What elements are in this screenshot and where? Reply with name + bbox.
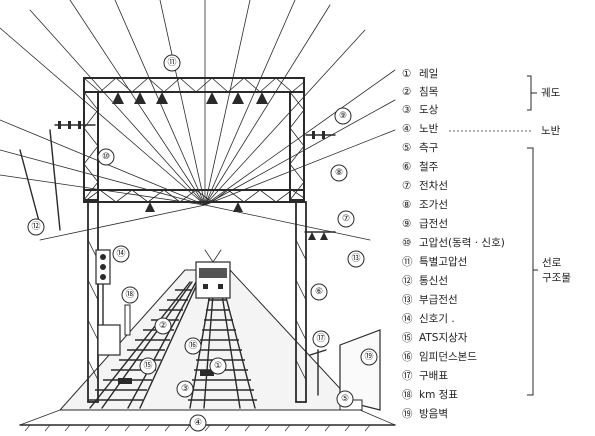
svg-text:⑧: ⑧ [335, 168, 343, 178]
svg-text:⑥: ⑥ [315, 287, 323, 297]
callout-3: ③ [176, 380, 194, 398]
callout-8: ⑧ [330, 164, 348, 182]
callout-19: ⑲ [360, 348, 378, 366]
callout-12: ⑫ [27, 218, 45, 236]
svg-text:⑫: ⑫ [31, 221, 40, 232]
svg-text:⑭: ⑭ [116, 248, 125, 259]
gantry [83, 77, 305, 203]
callout-7: ⑦ [337, 210, 355, 228]
group-label-track: 궤도 [541, 87, 561, 99]
callout-13: ⑬ [347, 250, 365, 268]
callout-4: ④ [189, 414, 207, 432]
right-mast [295, 131, 336, 403]
svg-text:⑦: ⑦ [342, 214, 350, 224]
wayside-equipment [97, 304, 381, 411]
svg-text:⑤: ⑤ [341, 394, 349, 404]
callout-17: ⑰ [312, 330, 330, 348]
svg-text:①: ① [214, 361, 222, 371]
svg-text:③: ③ [181, 384, 189, 394]
svg-text:⑯: ⑯ [188, 340, 197, 351]
insulators [112, 92, 268, 212]
railway-illustration: ⑪ ⑨ ⑩ ⑧ ⑫ ⑦ ⑭ ⑬ ⑱ ⑥ ② ⑰ ⑯ ⑲ ⑮ ① ③ ⑤ ④ [0, 0, 396, 432]
svg-text:⑰: ⑰ [316, 333, 325, 344]
svg-text:⑬: ⑬ [351, 253, 360, 264]
train [195, 249, 231, 299]
callout-1: ① [209, 357, 227, 375]
svg-text:⑪: ⑪ [167, 57, 176, 68]
callout-11: ⑪ [163, 54, 181, 72]
group-label-structure-2: 구조물 [542, 272, 571, 284]
svg-text:⑲: ⑲ [364, 351, 373, 362]
svg-text:⑨: ⑨ [339, 111, 347, 121]
svg-text:④: ④ [194, 418, 202, 428]
svg-text:⑮: ⑮ [143, 360, 152, 371]
callout-9: ⑨ [334, 107, 352, 125]
callout-2: ② [154, 317, 172, 335]
svg-text:②: ② [159, 321, 167, 331]
left-track [88, 281, 199, 409]
callout-18: ⑱ [121, 286, 139, 304]
group-label-structure: 선로 [542, 257, 562, 269]
left-mast [19, 121, 99, 403]
callout-14: ⑭ [112, 245, 130, 263]
svg-text:⑩: ⑩ [102, 152, 110, 162]
callout-15: ⑮ [139, 357, 157, 375]
callout-10: ⑩ [97, 148, 115, 166]
callout-6: ⑥ [310, 283, 328, 301]
svg-text:⑱: ⑱ [125, 289, 134, 300]
callout-16: ⑯ [184, 337, 202, 355]
group-label-roadbed: 노반 [541, 125, 561, 137]
callout-5: ⑤ [336, 390, 354, 408]
